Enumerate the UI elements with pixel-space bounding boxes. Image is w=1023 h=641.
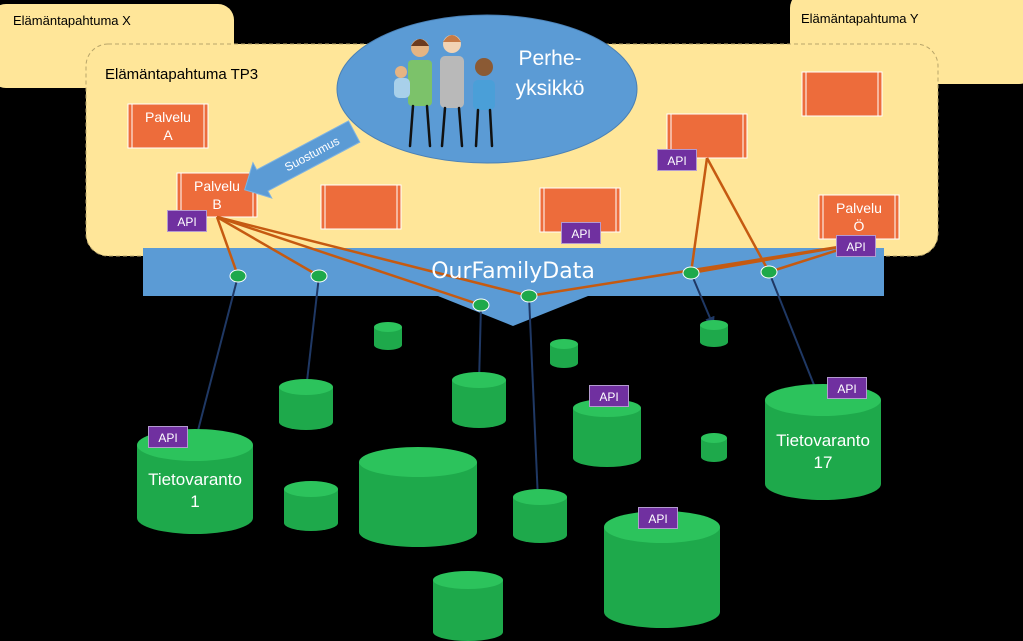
api-badge: API xyxy=(657,149,697,171)
service-b-label-line2: B xyxy=(212,196,222,212)
repository-1-label: Tietovaranto 1 xyxy=(137,469,253,513)
service-a[interactable] xyxy=(127,103,209,149)
service-a-label-line1: Palvelu xyxy=(145,109,191,125)
consent-arrow xyxy=(244,120,361,199)
repository-cylinder xyxy=(700,320,728,347)
repository-17-label-line2: 17 xyxy=(813,453,833,472)
service-a-label: Palvelu A xyxy=(128,108,208,144)
api-badge: API xyxy=(827,377,867,399)
life-event-tp3-label: Elämäntapahtuma TP3 xyxy=(105,66,259,83)
api-badge: API xyxy=(167,210,207,232)
repository-17-label: Tietovaranto 17 xyxy=(765,430,881,474)
service-o-label: Palvelu Ö xyxy=(819,199,899,235)
repository-cylinder xyxy=(573,399,641,467)
service-a-label-line2: A xyxy=(163,127,173,143)
api-badge: API xyxy=(561,222,601,244)
repository-cylinder xyxy=(452,372,506,428)
api-badge: API xyxy=(148,426,188,448)
repository-1-label-line2: 1 xyxy=(190,492,200,511)
api-badge: API xyxy=(836,235,876,257)
repository-17-label-line1: Tietovaranto xyxy=(776,431,870,450)
api-badge: API xyxy=(638,507,678,529)
repository-cylinder xyxy=(513,489,567,543)
service-box[interactable] xyxy=(320,184,402,230)
service-b-label-line1: Palvelu xyxy=(194,178,240,194)
api-badge: API xyxy=(589,385,629,407)
repository-1-label-line1: Tietovaranto xyxy=(148,470,242,489)
life-event-x-label: Elämäntapahtuma X xyxy=(13,13,131,28)
service-o-label-line2: Ö xyxy=(853,218,865,234)
ourfamilydata-label: OurFamilyData xyxy=(431,259,595,284)
repository-cylinder xyxy=(374,322,402,350)
repository-cylinder xyxy=(550,339,578,368)
service-o-label-line1: Palvelu xyxy=(836,200,882,216)
family-icon xyxy=(394,35,495,148)
life-event-y-label: Elämäntapahtuma Y xyxy=(801,11,919,26)
service-b-label: Palvelu B xyxy=(177,177,257,213)
repository-17-cylinder xyxy=(765,384,881,500)
service-box[interactable] xyxy=(801,71,883,117)
family-unit-label-line2: yksikkö xyxy=(515,77,585,100)
repository-cylinder xyxy=(359,447,477,547)
connector-nodes xyxy=(229,265,778,312)
repository-cylinder xyxy=(433,571,503,641)
family-unit-label: Perhe- yksikkö xyxy=(505,44,595,104)
service-b[interactable] xyxy=(176,172,258,218)
repository-cylinder xyxy=(284,481,338,531)
family-unit-label-line1: Perhe- xyxy=(518,47,582,70)
repository-cylinder xyxy=(701,433,727,462)
repository-connectors xyxy=(191,271,824,502)
repository-cylinder xyxy=(279,379,333,430)
